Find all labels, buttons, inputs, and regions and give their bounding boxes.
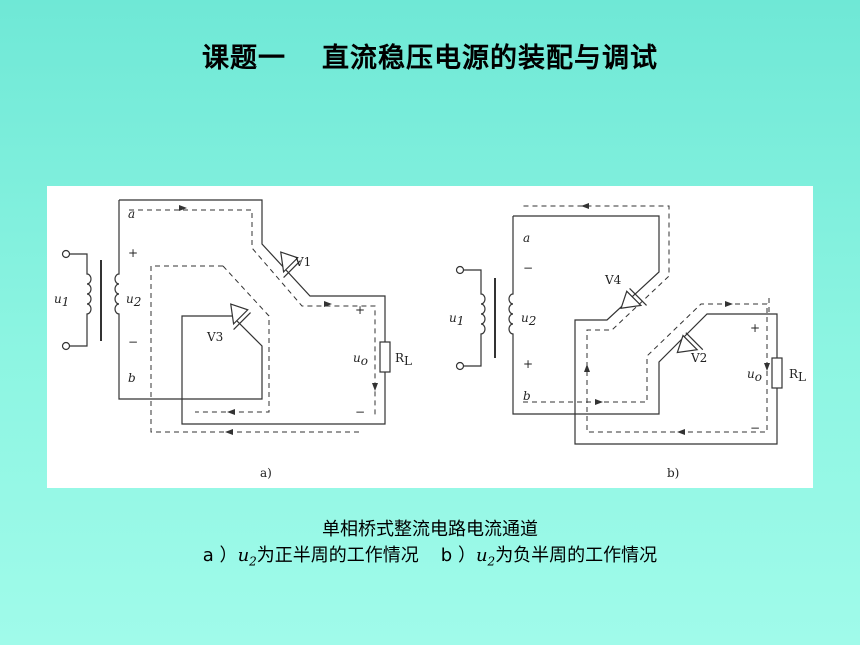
label-uo-b: uo xyxy=(747,367,762,384)
label-minus-b: − xyxy=(523,261,533,275)
label-out-minus: − xyxy=(355,405,365,419)
secondary-winding-wires-b xyxy=(508,216,778,415)
label-rl: RL xyxy=(395,351,412,368)
diode-v2 xyxy=(676,332,704,354)
current-path-dashed-b xyxy=(523,205,768,433)
arrow-top xyxy=(179,205,187,211)
label-v2: V2 xyxy=(690,351,707,365)
arrow-b-input xyxy=(595,399,603,405)
arrow-outer-bottom xyxy=(225,429,233,435)
circuit-diagram: a + − b u1 u2 V1 V3 + − uo RL a) xyxy=(54,199,806,480)
arrow-bottom-b xyxy=(677,429,685,435)
diode-v3 xyxy=(230,303,251,330)
input-terminal-top-b xyxy=(455,265,465,275)
label-minus: − xyxy=(128,335,138,349)
figure-b xyxy=(455,203,783,445)
label-u1: u1 xyxy=(54,292,69,309)
figure-a-labels: a + − b u1 u2 V1 V3 + − uo RL a) xyxy=(54,207,412,480)
arrow-load-b xyxy=(764,363,770,371)
input-terminal-bottom xyxy=(61,341,71,351)
label-v4: V4 xyxy=(604,273,622,287)
label-v3: V3 xyxy=(206,330,223,344)
caption-part-b: b ）u2为负半周的工作情况 xyxy=(440,545,658,569)
label-out-plus-b: + xyxy=(750,321,760,335)
wire-bottom-path xyxy=(181,372,386,425)
label-uo: uo xyxy=(353,351,368,368)
label-out-plus: + xyxy=(355,303,365,317)
label-b: b xyxy=(128,371,136,385)
wire-top-path xyxy=(119,199,386,342)
label-a: a xyxy=(128,207,135,221)
load-resistor-b xyxy=(771,357,783,389)
diode-v4 xyxy=(620,288,647,309)
label-plus-b: + xyxy=(523,357,533,371)
arrow-inner-bottom xyxy=(227,409,235,415)
circuit-diagram-panel: a + − b u1 u2 V1 V3 + − uo RL a) xyxy=(47,186,813,488)
label-rl-b: RL xyxy=(789,367,806,384)
arrow-mid xyxy=(324,301,332,307)
caption-a: a) xyxy=(260,466,272,480)
figure-caption-title: 单相桥式整流电路电流通道 xyxy=(322,519,538,540)
title-topic: 直流稳压电源的装配与调试 xyxy=(322,43,658,74)
label-a-b: a xyxy=(523,231,530,245)
figure-b-labels: a − + b u1 u2 V4 V2 + − uo RL b) xyxy=(449,231,806,480)
secondary-winding-wires xyxy=(114,200,263,400)
arrow-load xyxy=(372,383,378,391)
label-u2-b: u2 xyxy=(521,311,536,328)
label-u2: u2 xyxy=(126,292,141,309)
arrow-left-b xyxy=(584,364,590,372)
input-terminal-bottom-b xyxy=(455,361,465,371)
arrow-mid-b xyxy=(725,301,733,307)
label-out-minus-b: − xyxy=(750,421,760,435)
caption-part-a: a ）u2为正半周的工作情况 xyxy=(202,545,419,569)
caption-b: b) xyxy=(667,466,679,480)
figure-a xyxy=(61,199,391,435)
label-b-b: b xyxy=(523,389,531,403)
primary-winding xyxy=(69,253,92,347)
arrow-top-b xyxy=(581,203,589,209)
figure-caption-detail: a ）u2为正半周的工作情况 b ）u2为负半周的工作情况 xyxy=(0,541,860,569)
primary-winding-b xyxy=(463,269,486,367)
input-terminal-top xyxy=(61,249,71,259)
title-lesson: 课题一 xyxy=(202,43,286,74)
label-plus: + xyxy=(128,246,138,260)
wire-outer-path-b xyxy=(513,215,778,445)
slide-title: 课题一 直流稳压电源的装配与调试 xyxy=(0,36,860,75)
label-v1: V1 xyxy=(294,255,311,269)
load-resistor xyxy=(379,341,391,373)
current-path-dashed xyxy=(129,209,376,433)
diode-v1 xyxy=(280,251,301,278)
label-u1-b: u1 xyxy=(449,311,464,328)
